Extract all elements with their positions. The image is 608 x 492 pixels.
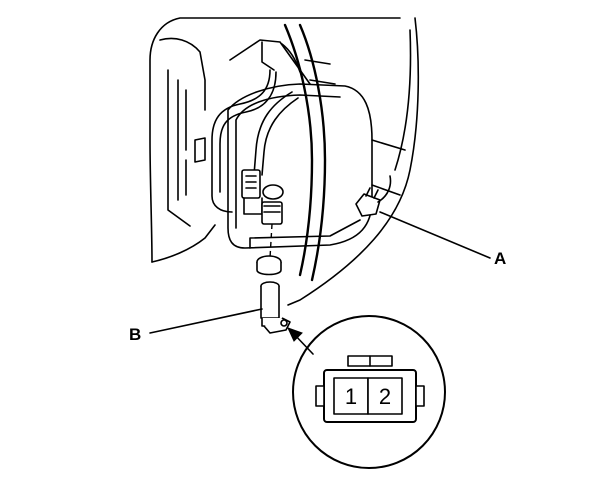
detail-arrow — [287, 327, 314, 355]
washer-pump — [260, 281, 291, 334]
grommet-ring — [261, 184, 284, 225]
wire-harness — [211, 69, 299, 213]
pin-2-label: 2 — [379, 384, 391, 409]
grommet — [256, 255, 282, 276]
callout-a: A — [494, 249, 506, 268]
inner-panel — [149, 17, 420, 306]
installation-path — [269, 223, 273, 259]
filler-tube — [283, 23, 336, 282]
pin-1-label: 1 — [345, 384, 357, 409]
connector-detail: 1 2 — [292, 315, 446, 469]
connector-a-part — [355, 175, 392, 217]
leader-b — [149, 308, 263, 334]
leader-lines — [149, 211, 491, 334]
callout-b: B — [129, 325, 141, 344]
washer-reservoir — [227, 39, 406, 249]
leader-a — [379, 211, 491, 259]
connector-face — [315, 355, 425, 423]
